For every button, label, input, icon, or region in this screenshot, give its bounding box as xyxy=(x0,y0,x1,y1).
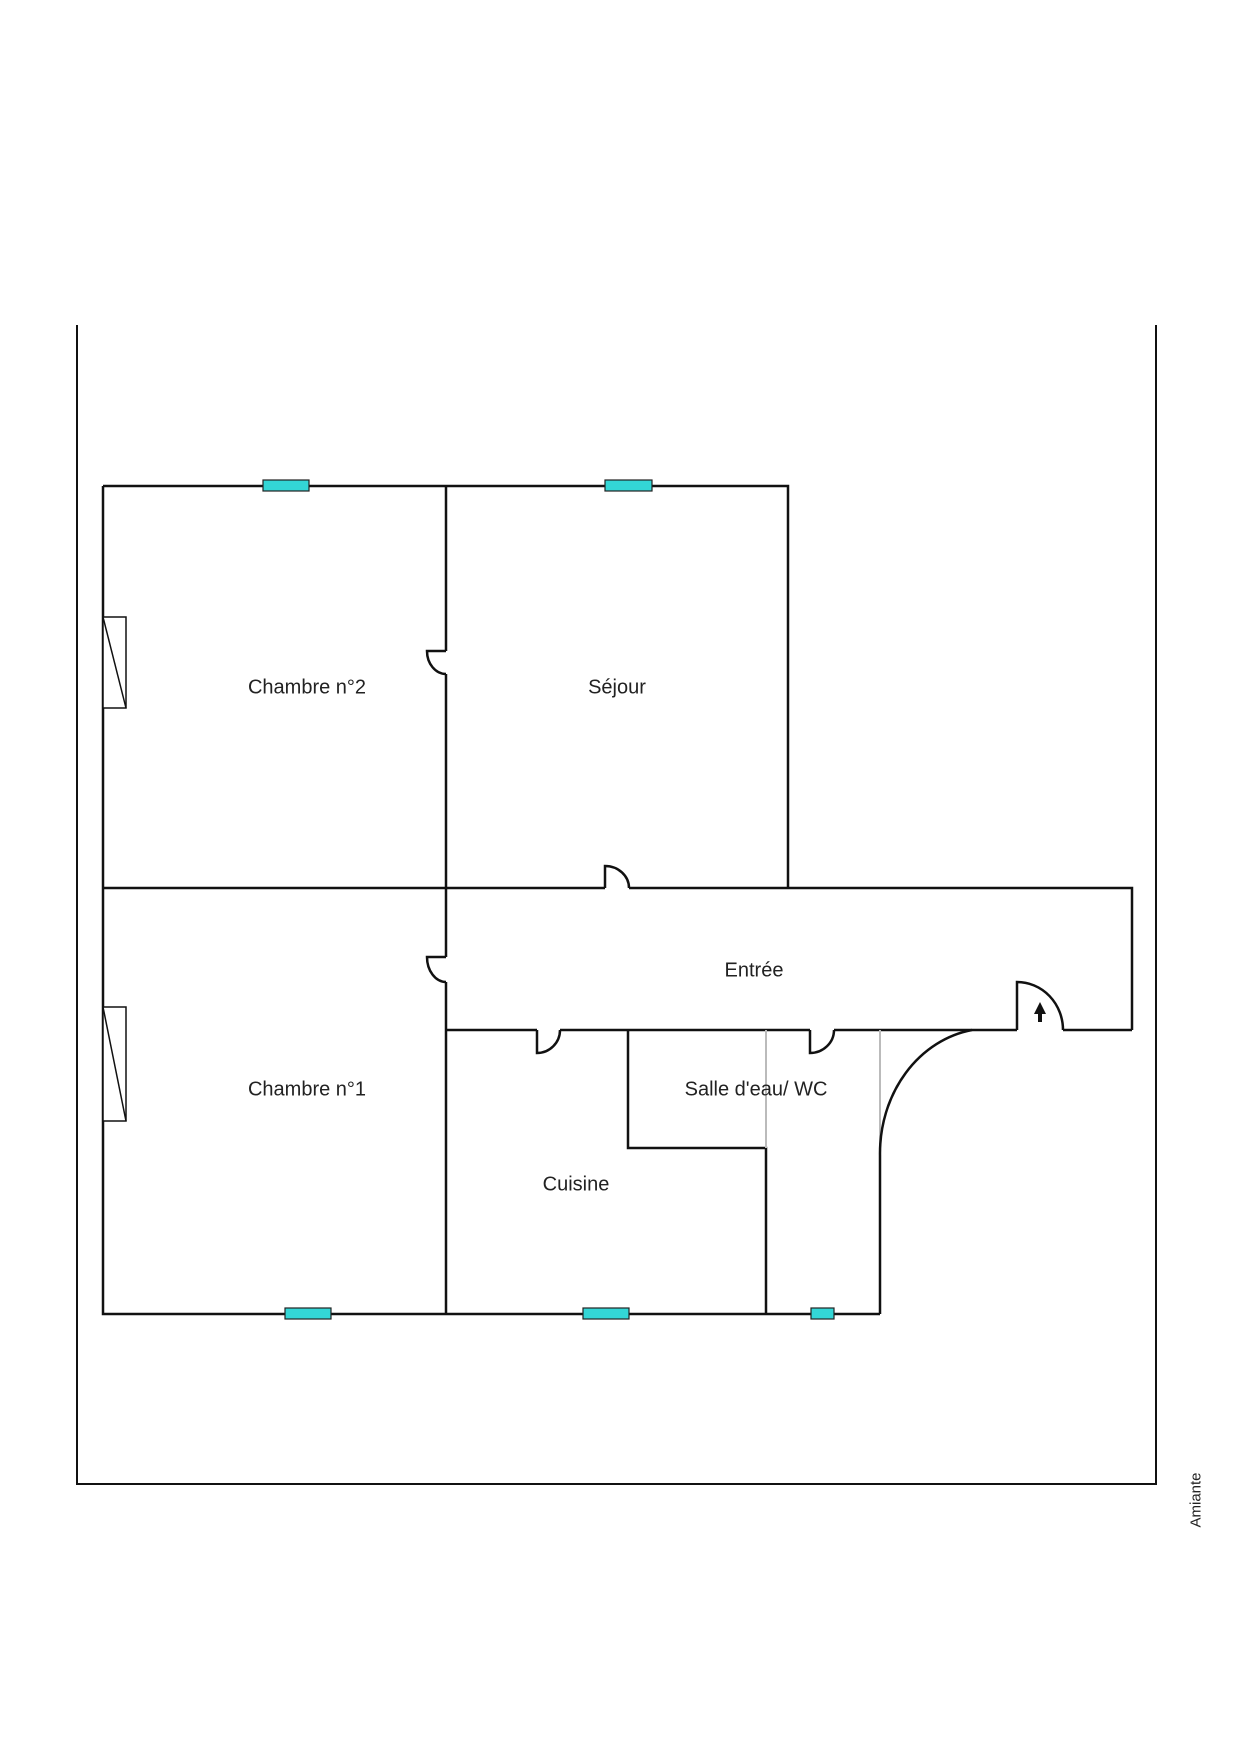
door-chambre1 xyxy=(425,955,447,984)
room-label-entree: Entrée xyxy=(724,959,784,982)
page-frame xyxy=(76,325,1157,1485)
room-label-sejour: Séjour xyxy=(588,676,646,699)
entrance-arrow-icon xyxy=(1034,1002,1046,1022)
windows xyxy=(262,479,835,1320)
room-label-chambre1: Chambre n°1 xyxy=(247,1078,367,1101)
door-garden xyxy=(878,1028,973,1156)
door-sejour xyxy=(603,864,631,889)
door-wc xyxy=(808,1029,836,1055)
entrance-door xyxy=(1015,980,1065,1031)
closets xyxy=(102,616,127,1122)
doors xyxy=(425,649,1065,1156)
walls xyxy=(101,484,1134,1316)
room-label-chambre2: Chambre n°2 xyxy=(247,676,367,699)
room-label-salle-eau-wc: Salle d'eau/ WC xyxy=(684,1078,828,1101)
side-label: Amiante xyxy=(1187,1472,1205,1528)
door-chambre2 xyxy=(425,649,447,676)
room-label-cuisine: Cuisine xyxy=(542,1173,610,1196)
door-cuisine xyxy=(535,1029,562,1055)
